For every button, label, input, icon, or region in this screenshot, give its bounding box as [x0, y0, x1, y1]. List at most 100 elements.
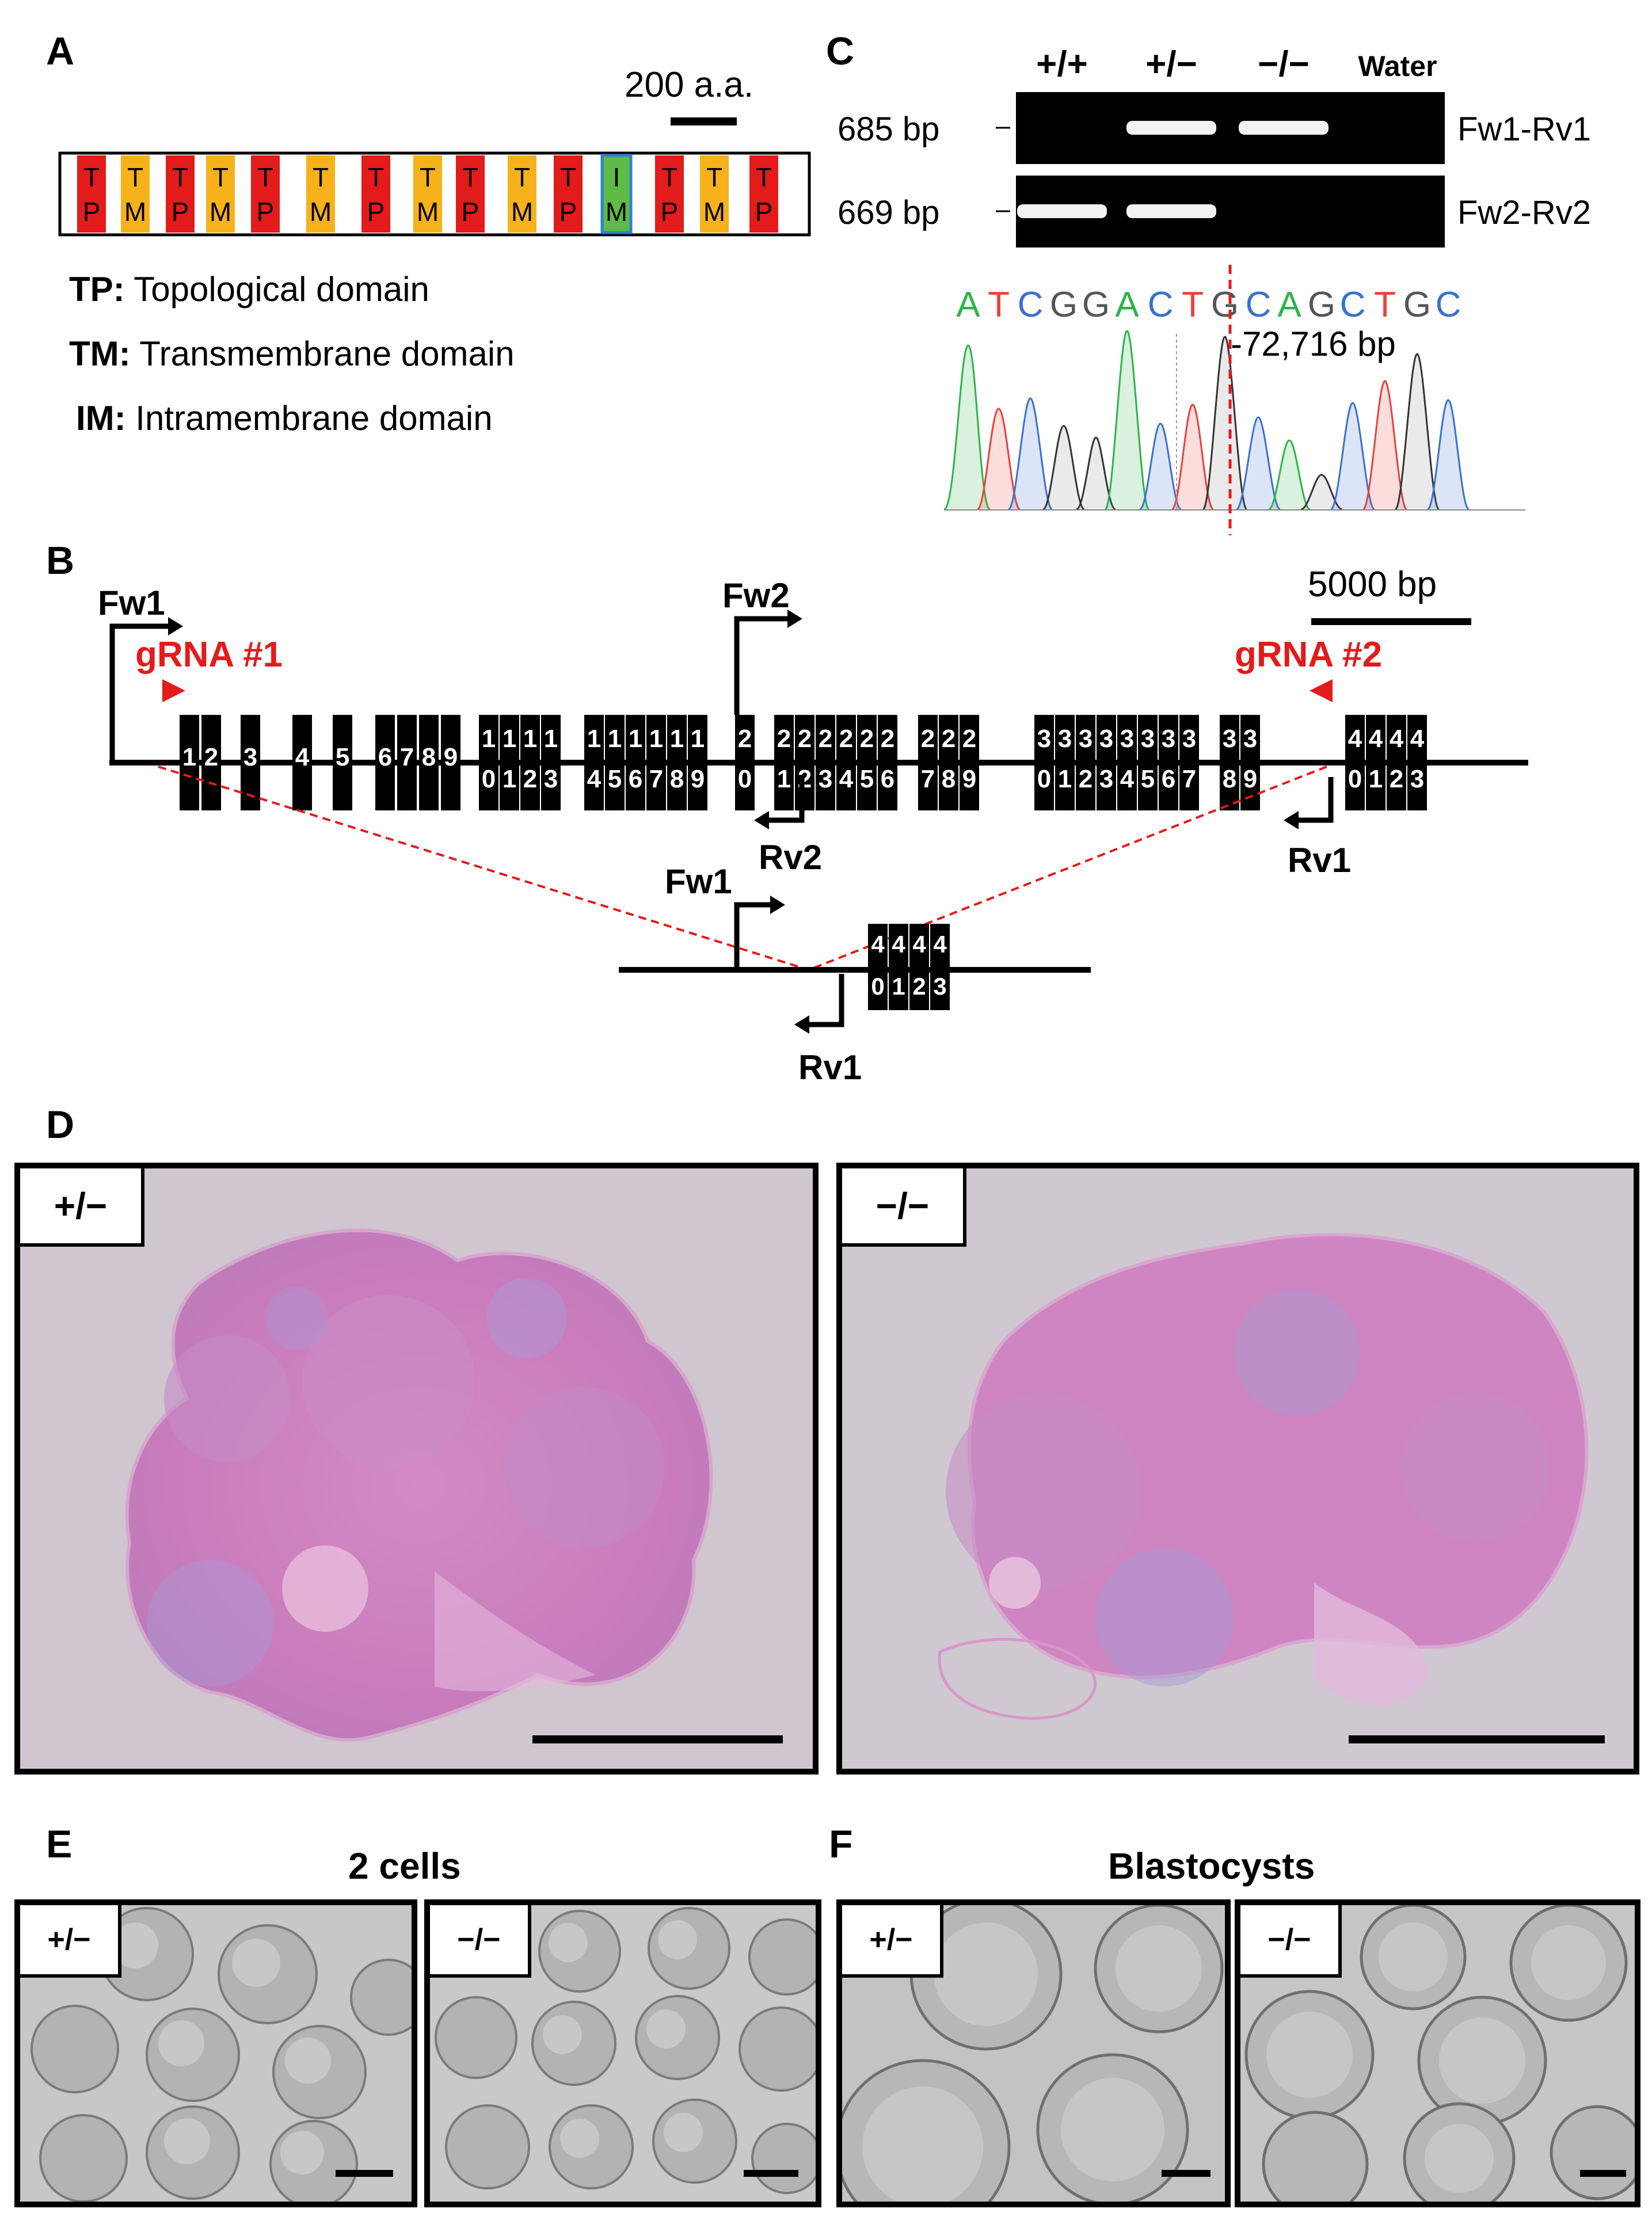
- exon-number-top: 3: [1243, 725, 1257, 753]
- panel-f-letter: F: [829, 1822, 853, 1866]
- domain-letter-bottom: M: [606, 197, 627, 227]
- exon-number-bottom: 0: [738, 765, 752, 793]
- exon-block: [1220, 715, 1239, 810]
- exon-number-top: 1: [482, 725, 496, 753]
- sequence-base: T: [988, 285, 1010, 325]
- panel-b-scale-bar: [1311, 618, 1471, 625]
- exon-block: [584, 715, 604, 810]
- exon-block: [1076, 715, 1095, 810]
- domain-block: [554, 155, 583, 233]
- embryo-2cell-ko-scale-bar: [744, 2170, 798, 2177]
- exon-number-bottom: 1: [182, 743, 196, 771]
- deleted-exon-number-top: 4: [871, 931, 885, 958]
- exon-number-top: 1: [670, 725, 684, 753]
- exon-number-top: 2: [942, 725, 956, 753]
- domain-block: [77, 155, 106, 233]
- exon-block: [939, 715, 958, 810]
- exon-block: [541, 715, 561, 810]
- exon-block: [1345, 715, 1365, 810]
- exon-block: [441, 715, 460, 810]
- sequence-base: G: [1082, 285, 1110, 325]
- deleted-exon-number-bottom: 0: [871, 973, 884, 1000]
- embryo-2cell-het-tag: +/−: [20, 1905, 121, 1978]
- genotype-header: +/−: [1145, 44, 1197, 84]
- gel-size-label: 669 bp: [838, 194, 939, 231]
- domain-block: [508, 155, 536, 233]
- exon-number-bottom: 9: [1243, 765, 1257, 793]
- exon-block: [1055, 715, 1075, 810]
- deleted-exon-number-bottom: 1: [892, 973, 905, 1000]
- exon-number-bottom: 8: [942, 765, 956, 793]
- exon-block: [735, 715, 755, 810]
- exon-number-bottom: 5: [608, 765, 622, 793]
- domain-letter-bottom: M: [124, 197, 146, 227]
- exon-number-top: 4: [1410, 725, 1425, 753]
- histology-ko: −/−: [836, 1163, 1639, 1775]
- sequence-base: C: [1148, 285, 1174, 325]
- deleted-fw1-arrowhead: [770, 896, 785, 914]
- embryo-blastocyst-het-scale-bar: [1162, 2170, 1211, 2177]
- exon-block: [1159, 715, 1178, 810]
- ovary-section-ko: [938, 1233, 1589, 1720]
- embryo-2cell-ko-image: [435, 1907, 816, 2194]
- embryo-blastocyst-ko: −/−: [1235, 1899, 1640, 2207]
- rv2-arrow: [766, 777, 805, 823]
- sequence-base: C: [1246, 285, 1272, 325]
- exon-number-bottom: 9: [444, 743, 458, 771]
- exon-number-top: 4: [1348, 725, 1362, 753]
- rv2-label: Rv2: [759, 838, 822, 877]
- exon-block: [500, 715, 519, 810]
- exon-number-top: 2: [777, 725, 791, 753]
- domain-letter-top: T: [420, 162, 436, 192]
- exon-number-top: 4: [1390, 725, 1404, 753]
- embryo-2cell-het-image: [31, 1907, 412, 2202]
- exon-block: [836, 715, 856, 810]
- exon-block: [1179, 715, 1199, 810]
- deleted-exon-number-top: 4: [933, 931, 947, 958]
- exon-number-top: 2: [962, 725, 976, 753]
- sequence-base: A: [1115, 285, 1139, 325]
- legend-desc: Intramembrane domain: [125, 399, 493, 437]
- exon-number-bottom: 6: [378, 743, 392, 771]
- legend-desc: Transmembrane domain: [130, 334, 515, 373]
- exon-block: [816, 715, 835, 810]
- sequence-base: C: [1340, 285, 1366, 325]
- exon-block: [646, 715, 666, 810]
- legend-abbr: TP:: [69, 270, 125, 309]
- exon-number-top: 3: [1037, 725, 1051, 753]
- exon-block: [180, 715, 199, 810]
- exon-number-bottom: 8: [670, 765, 684, 793]
- legend-row: TP: Topological domain: [69, 269, 429, 309]
- domain-letter-top: I: [613, 162, 621, 192]
- exon-number-bottom: 4: [839, 765, 854, 793]
- domain-letter-bottom: M: [703, 197, 725, 227]
- domain-letter-bottom: M: [310, 197, 332, 227]
- fw1-arrowhead: [168, 617, 183, 635]
- panel-d-letter: D: [46, 1103, 75, 1147]
- deleted-fw1-arrow: [734, 902, 774, 970]
- domain-letter-bottom: M: [417, 197, 439, 227]
- fw1-arrow: [109, 623, 173, 763]
- exon-block: [878, 715, 897, 810]
- exon-number-bottom: 2: [1390, 765, 1403, 793]
- domain-block: [251, 155, 280, 233]
- exon-block: [688, 715, 707, 810]
- embryo-2cell-ko: −/−: [424, 1899, 821, 2207]
- deleted-exon-number-top: 4: [892, 931, 905, 958]
- panel-b-letter: B: [46, 539, 75, 582]
- gel-size-label: 685 bp: [838, 111, 939, 148]
- exon-block: [292, 715, 312, 810]
- sequence-base: G: [1050, 285, 1078, 325]
- exon-block: [667, 715, 687, 810]
- exon-number-bottom: 7: [400, 743, 414, 771]
- panel-e-title: 2 cells: [348, 1845, 461, 1887]
- embryo-2cell-het: +/−: [14, 1899, 417, 2207]
- deletion-size-label: -72,716 bp: [1231, 325, 1396, 363]
- exon-block: [397, 715, 417, 810]
- deleted-exon-block: [889, 924, 908, 1010]
- domain-letter-bottom: P: [462, 197, 479, 227]
- deleted-exon-block: [868, 924, 888, 1010]
- exon-number-bottom: 6: [1162, 765, 1175, 793]
- sequence-base: T: [1374, 285, 1396, 325]
- domain-block: [749, 155, 778, 233]
